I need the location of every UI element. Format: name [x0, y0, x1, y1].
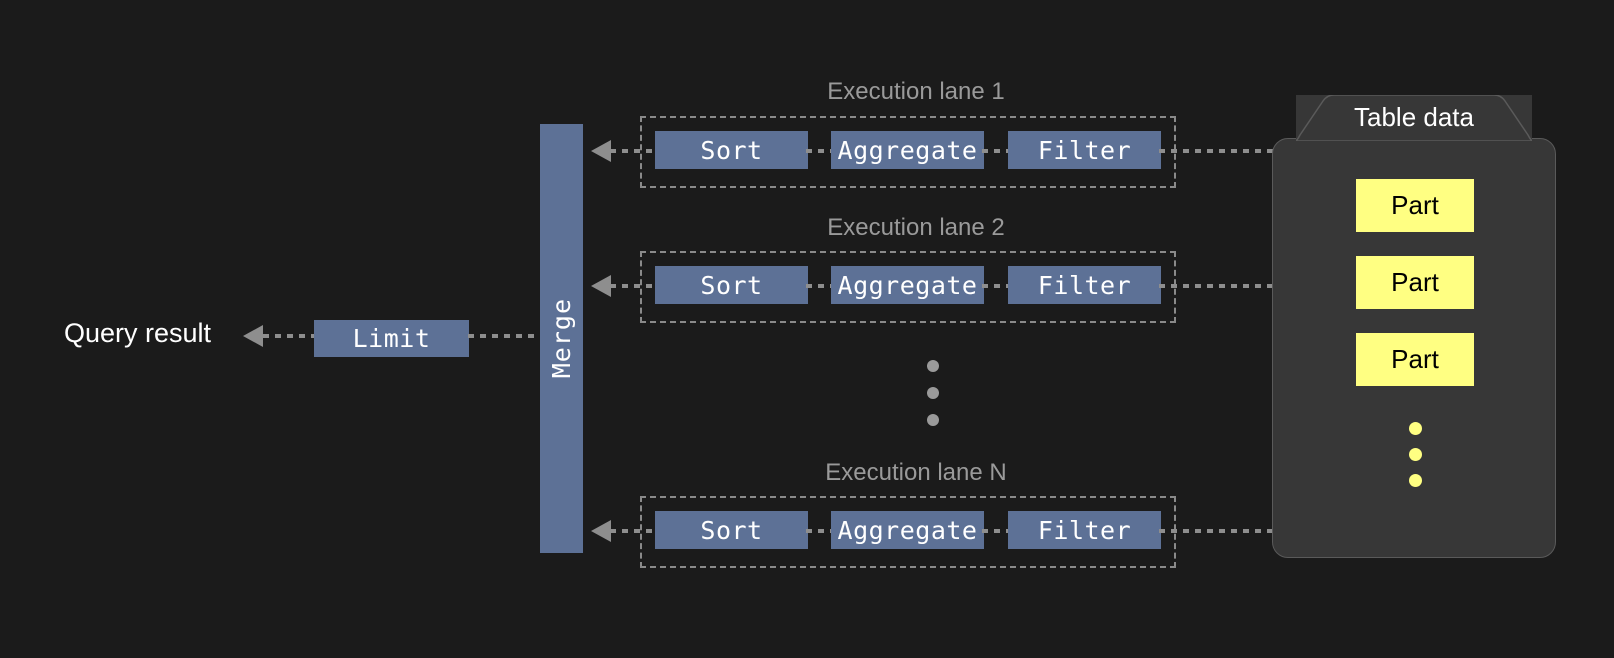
- arrow-to-query-result-icon: [243, 325, 263, 347]
- lane-2-operator-sort[interactable]: Sort: [655, 266, 808, 304]
- merge-label: Merge: [547, 298, 576, 379]
- operator-limit[interactable]: Limit: [314, 320, 469, 357]
- connector-lane-1-sort-aggregate: [806, 149, 836, 153]
- connector-limit-to-result: [263, 334, 325, 338]
- connector-lane-2-to-merge: [610, 284, 659, 288]
- connector-lane-1-to-merge: [610, 149, 659, 153]
- arrow-lane-n-to-merge-icon: [591, 520, 611, 542]
- part-box[interactable]: Part: [1356, 179, 1474, 232]
- lane-1-operator-sort[interactable]: Sort: [655, 131, 808, 169]
- table-data-tab: Table data: [1296, 95, 1532, 141]
- table-data-title: Table data: [1354, 101, 1474, 132]
- lane-ellipsis-dot: [927, 387, 939, 399]
- table-tab-shape-icon: [1296, 95, 1532, 141]
- connector-table-to-lane-2: [1159, 284, 1274, 288]
- lane-ellipsis-dot: [927, 414, 939, 426]
- arrow-lane-1-to-merge-icon: [591, 140, 611, 162]
- part-box[interactable]: Part: [1356, 333, 1474, 386]
- query-result-label: Query result: [64, 318, 212, 348]
- part-box[interactable]: Part: [1356, 256, 1474, 309]
- connector-lane-n-to-merge: [610, 529, 659, 533]
- connector-lane-n-sort-aggregate: [806, 529, 836, 533]
- connector-lane-2-sort-aggregate: [806, 284, 836, 288]
- parts-ellipsis-dot: [1409, 448, 1422, 461]
- lane-n-operator-aggregate[interactable]: Aggregate: [831, 511, 984, 549]
- parts-ellipsis-dot: [1409, 474, 1422, 487]
- lane-n-label: Execution lane N: [825, 459, 1007, 486]
- connector-table-to-lane-1: [1159, 149, 1274, 153]
- operator-merge[interactable]: Merge: [540, 124, 583, 553]
- connector-table-to-lane-n: [1159, 529, 1274, 533]
- lane-2-operator-aggregate[interactable]: Aggregate: [831, 266, 984, 304]
- lane-2-label: Execution lane 2: [827, 214, 1005, 241]
- connector-lane-1-aggregate-filter: [982, 149, 1012, 153]
- lane-n-operator-filter[interactable]: Filter: [1008, 511, 1161, 549]
- arrow-lane-2-to-merge-icon: [591, 275, 611, 297]
- connector-lane-n-aggregate-filter: [982, 529, 1012, 533]
- parts-ellipsis-dot: [1409, 422, 1422, 435]
- connector-lane-2-aggregate-filter: [982, 284, 1012, 288]
- lane-1-operator-filter[interactable]: Filter: [1008, 131, 1161, 169]
- connector-merge-to-limit: [468, 334, 542, 338]
- lane-2-operator-filter[interactable]: Filter: [1008, 266, 1161, 304]
- lane-1-operator-aggregate[interactable]: Aggregate: [831, 131, 984, 169]
- lane-ellipsis-dot: [927, 360, 939, 372]
- lane-n-operator-sort[interactable]: Sort: [655, 511, 808, 549]
- lane-1-label: Execution lane 1: [827, 78, 1005, 105]
